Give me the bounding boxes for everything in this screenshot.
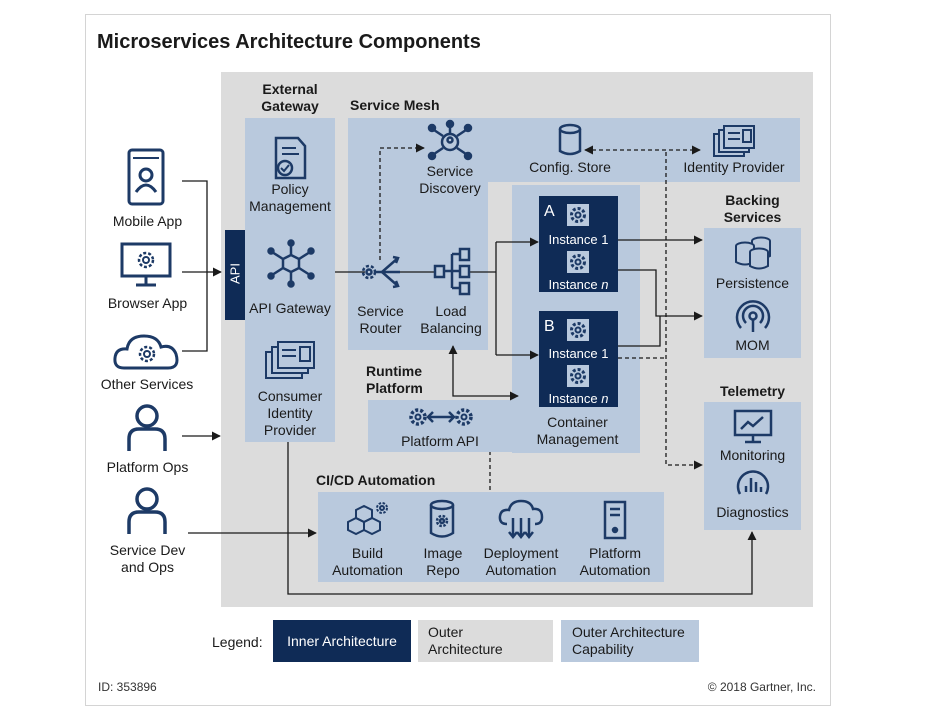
instance-n-prefix: Instance [548,391,602,406]
build-cubes-icon [347,502,388,536]
platform-api-label: Platform API [401,433,479,449]
mobile-app-label: Mobile App [112,213,183,229]
config-store-label: Config. Store [529,159,611,175]
gear-icon [567,319,589,341]
browser-app-label: Browser App [107,295,188,311]
legend-inner-swatch [273,620,411,662]
image-repo-icon [429,499,455,538]
container-management-label: Container Management [536,414,619,447]
service-discovery-label: Service Discovery [419,163,481,196]
page-title: Microservices Architecture Components [97,31,481,53]
container-b-instance-n: Instance n [541,391,616,406]
service-discovery-icon [427,119,473,161]
runtime-platform-title: Runtime Platform [366,363,423,396]
runtime-platform-panel [368,400,513,452]
person-icon [127,404,167,451]
policy-management-label: Policy Management [249,181,331,214]
diagnostics-label: Diagnostics [716,504,789,520]
api-gateway-hub-icon [267,239,315,288]
copyright: © 2018 Gartner, Inc. [707,680,816,694]
figure-id: ID: 353896 [98,680,157,694]
policy-document-icon [274,136,307,180]
id-card-stack-icon [265,341,315,379]
cloud-deploy-icon [498,499,544,540]
legend-capability-swatch [561,620,699,662]
external-gateway-title: External Gateway [261,81,319,114]
identity-provider-label: Identity Provider [683,159,785,175]
server-tower-icon [603,500,627,540]
gear-icon [567,251,589,273]
diagnostics-gauge-icon [736,470,770,495]
mom-label: MOM [735,337,770,353]
consumer-identity-provider-label: Consumer Identity Provider [257,388,323,438]
backing-services-title: Backing Services [723,192,782,225]
legend-label: Legend: [212,634,263,650]
container-b-letter: B [544,318,555,335]
legend-outer-label: Outer Architecture [428,624,503,657]
monitor-gear-icon [120,242,172,287]
monitoring-label: Monitoring [719,447,786,463]
service-mesh-title: Service Mesh [350,97,440,113]
service-dev-ops-label: Service Dev and Ops [109,542,186,575]
service-router-icon [361,255,400,289]
container-b-instance-1: Instance 1 [548,346,609,361]
image-repo-label: Image Repo [423,545,463,578]
instance-n-variable: n [601,277,609,292]
telemetry-panel [704,402,801,530]
broadcast-icon [735,300,771,332]
container-a-instance-n: Instance n [541,277,616,292]
cicd-title: CI/CD Automation [316,472,436,488]
mobile-phone-icon [127,148,165,206]
telemetry-title: Telemetry [719,383,786,399]
cloud-gear-icon [113,334,179,370]
gear-icon [567,204,589,226]
platform-api-gears-icon [409,408,473,426]
platform-automation-label: Platform Automation [579,545,651,578]
legend-capability-label: Outer Architecture Capability [572,624,685,657]
monitoring-screen-icon [733,409,773,444]
legend-inner-label: Inner Architecture [287,633,397,649]
person-icon [127,487,167,534]
database-cylinder-icon [558,123,582,156]
instance-n-variable: n [601,391,609,406]
build-automation-label: Build Automation [332,545,403,578]
container-a-instance-1: Instance 1 [548,232,609,247]
id-card-stack-icon [713,125,755,157]
persistence-label: Persistence [715,275,790,291]
legend-outer-swatch [418,620,553,662]
service-router-label: Service Router [357,303,404,336]
gear-icon [567,365,589,387]
instance-n-prefix: Instance [548,277,602,292]
load-balancer-icon [433,247,471,296]
platform-ops-label: Platform Ops [106,459,189,475]
deployment-automation-label: Deployment Automation [483,545,559,578]
other-services-label: Other Services [100,376,194,392]
load-balancing-label: Load Balancing [420,303,482,336]
database-stack-icon [735,236,771,270]
api-gateway-label: API Gateway [249,300,331,316]
container-a-letter: A [544,203,555,220]
api-tab [225,230,245,320]
